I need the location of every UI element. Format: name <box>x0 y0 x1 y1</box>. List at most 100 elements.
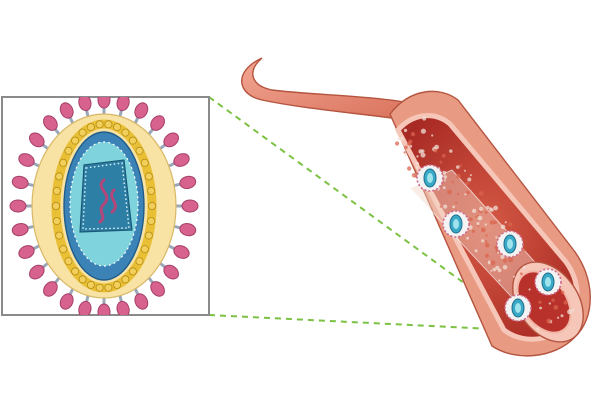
zoom-connector-lines <box>208 96 513 331</box>
spike-head <box>9 199 27 213</box>
blood-speckle <box>449 149 453 153</box>
matrix-bead <box>71 267 80 276</box>
cell-core-inner <box>453 219 459 229</box>
matrix-bead <box>113 280 122 289</box>
matrix-protein-beads <box>52 120 156 292</box>
blood-speckle <box>456 173 461 179</box>
blood-speckle <box>488 260 491 263</box>
infected-cell-icon <box>442 210 470 238</box>
blood-speckle <box>468 225 473 230</box>
blood-speckle <box>563 300 568 305</box>
blood-speckle <box>465 181 469 185</box>
blood-speckle <box>490 269 493 272</box>
rna-strand-1 <box>98 178 109 224</box>
blood-speckle <box>420 128 426 134</box>
matrix-bead <box>71 136 80 145</box>
spike-head <box>150 115 165 131</box>
spike-head <box>134 102 149 119</box>
matrix-bead <box>55 172 64 181</box>
blood-speckle <box>493 205 498 211</box>
blood-speckle <box>441 153 446 158</box>
blood-speckle <box>488 207 493 211</box>
blood-speckle <box>536 327 540 331</box>
matrix-bead <box>135 146 144 155</box>
matrix-bead <box>59 158 68 167</box>
blood-speckle <box>409 144 413 148</box>
matrix-bead <box>121 128 130 137</box>
matrix-bead <box>78 128 87 137</box>
spike-head <box>18 153 35 167</box>
cell-core-inner <box>545 277 551 287</box>
blood-speckle <box>508 222 513 227</box>
spike-head <box>181 199 199 213</box>
blood-speckle <box>479 191 484 196</box>
blood-speckle <box>433 148 438 153</box>
matrix-bead <box>52 217 61 226</box>
blood-speckle <box>439 205 442 208</box>
blood-speckle <box>469 217 473 222</box>
spike-head <box>97 97 111 109</box>
blood-speckle <box>403 128 408 133</box>
matrix-bead <box>52 201 61 210</box>
blood-speckle <box>472 208 477 213</box>
matrix-bead <box>59 245 68 254</box>
blood-speckle <box>452 205 456 209</box>
blood-speckle <box>459 164 462 168</box>
virus-particle-icon <box>9 97 199 315</box>
cell-core-inner <box>507 239 513 249</box>
blood-speckle <box>560 314 564 318</box>
blood-speckle <box>489 220 495 225</box>
spike-head <box>11 175 29 190</box>
blood-speckle <box>567 309 573 315</box>
spike-head <box>116 97 130 112</box>
blood-speckle <box>485 234 488 237</box>
matrix-bead <box>86 123 95 132</box>
blood-speckle <box>497 251 500 254</box>
blood-speckle <box>508 257 514 263</box>
blood-speckle <box>442 170 447 175</box>
blood-speckle <box>500 224 506 230</box>
infected-cell-icon <box>534 268 562 296</box>
blood-speckle <box>522 248 526 252</box>
blood-speckle <box>451 180 454 184</box>
blood-speckle <box>495 236 498 239</box>
blood-speckle <box>539 306 542 310</box>
blood-speckle <box>439 160 443 164</box>
blood-speckle <box>495 265 500 270</box>
blood-speckle <box>400 136 404 141</box>
blood-speckle <box>415 166 419 169</box>
blood-speckle <box>477 215 483 221</box>
blood-speckle <box>572 308 575 312</box>
spike-head <box>59 293 74 310</box>
blood-speckle <box>480 227 486 233</box>
virus-core-dotted-border <box>82 162 130 230</box>
blood-speckle <box>523 265 526 269</box>
spike-head <box>18 245 35 259</box>
cell-core-inner <box>427 173 433 183</box>
blood-speckle <box>420 152 426 158</box>
matrix-bead <box>128 267 137 276</box>
blood-speckle <box>485 240 488 243</box>
blood-speckle <box>557 316 560 319</box>
blood-speckle <box>484 253 490 258</box>
blood-speckle <box>415 161 419 166</box>
spike-head <box>173 245 190 259</box>
blood-speckle <box>546 318 552 324</box>
blood-speckle <box>484 210 488 214</box>
matrix-bead <box>104 283 113 292</box>
blood-speckle <box>442 186 446 190</box>
matrix-bead <box>52 186 61 195</box>
spike-head <box>11 222 29 237</box>
blood-speckle <box>416 155 419 158</box>
spike-head <box>163 132 179 148</box>
spike-head <box>78 300 92 315</box>
blood-speckle <box>410 132 416 137</box>
blood-speckle <box>498 279 501 282</box>
blood-speckle <box>504 221 507 224</box>
zoom-inset <box>1 96 210 316</box>
blood-speckle <box>431 134 434 137</box>
matrix-bead <box>64 257 73 266</box>
matrix-bead <box>95 120 104 129</box>
blood-speckle <box>407 166 412 171</box>
